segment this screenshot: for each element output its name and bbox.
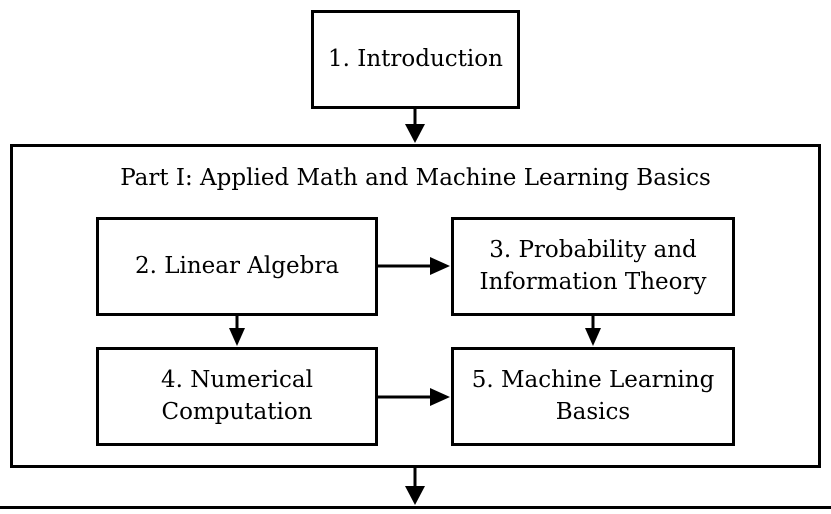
numerical-label-line-1: 4. Numerical (161, 367, 313, 394)
next-part-frame-edge (0, 506, 831, 509)
ml-basics-box: 5. Machine Learning Basics (451, 347, 735, 446)
arrow-part1-to-next (405, 468, 425, 505)
linear-algebra-box: 2. Linear Algebra (96, 217, 378, 316)
introduction-box: 1. Introduction (311, 10, 520, 109)
numerical-computation-box: 4. Numerical Computation (96, 347, 378, 446)
part-1-title: Part I: Applied Math and Machine Learnin… (120, 165, 711, 191)
probability-box: 3. Probability and Information Theory (451, 217, 735, 316)
ml-basics-label-line-2: Basics (555, 398, 631, 425)
introduction-label: 1. Introduction (328, 45, 503, 72)
ml-basics-label-line-1: 5. Machine Learning (471, 367, 715, 394)
linear-algebra-label: 2. Linear Algebra (134, 252, 340, 279)
arrow-intro-to-part1 (405, 109, 425, 143)
probability-label-line-2: Information Theory (479, 268, 707, 295)
probability-label-line-1: 3. Probability and (489, 237, 697, 264)
numerical-label-line-2: Computation (161, 398, 313, 425)
